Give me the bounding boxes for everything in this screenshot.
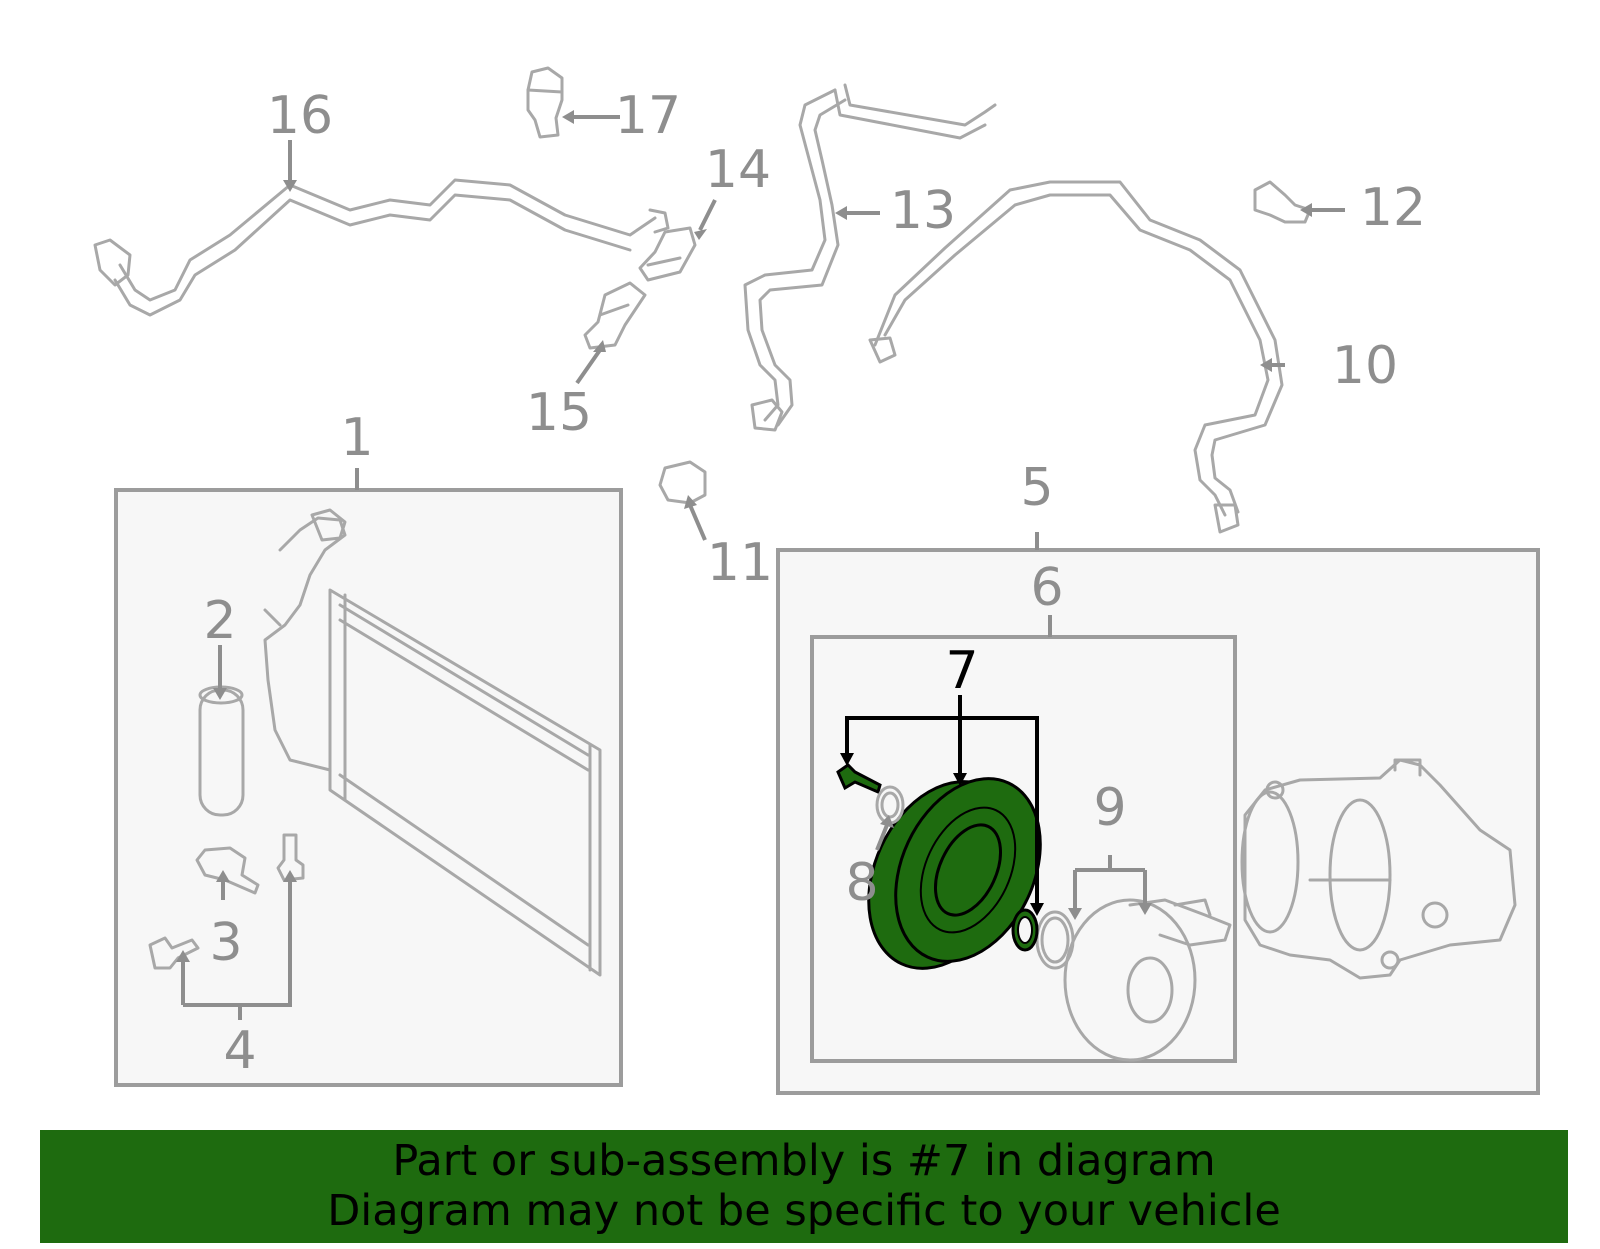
- bracket-14: [638, 226, 697, 282]
- arrow-heads: [176, 110, 1312, 962]
- callout-1: 1: [340, 408, 373, 468]
- callout-2: 2: [203, 591, 236, 651]
- arrow-heads-active: [840, 753, 1044, 916]
- callout-12: 12: [1360, 178, 1426, 238]
- field-coil-9: [1063, 898, 1232, 1062]
- box-1-condenser: [114, 488, 623, 1087]
- clamp-3: [195, 846, 260, 895]
- pressure-switch-17: [526, 66, 564, 139]
- bracket-15: [583, 281, 647, 350]
- leader-lines-active: [845, 695, 1039, 905]
- bracket-12: [1253, 180, 1312, 224]
- compressor-5: [1240, 758, 1517, 980]
- callout-8: 8: [845, 853, 878, 913]
- callout-15: 15: [526, 383, 592, 443]
- leader-lines: [181, 115, 1345, 1020]
- callout-13: 13: [890, 181, 956, 241]
- callout-11: 11: [707, 533, 773, 593]
- callout-9: 9: [1093, 778, 1126, 838]
- callout-10: 10: [1332, 336, 1398, 396]
- callout-3: 3: [209, 913, 242, 973]
- bolt-4b: [276, 833, 305, 882]
- banner-line-2: Diagram may not be specific to your vehi…: [327, 1186, 1281, 1236]
- callout-14: 14: [705, 140, 771, 200]
- hose-16: [93, 178, 670, 317]
- callout-16: 16: [267, 86, 333, 146]
- hose-13: [743, 83, 997, 432]
- callout-5: 5: [1020, 458, 1053, 518]
- banner-line-1: Part or sub-assembly is #7 in diagram: [392, 1136, 1216, 1186]
- clip-11: [658, 460, 707, 505]
- callout-6: 6: [1030, 558, 1063, 618]
- info-banner: Part or sub-assembly is #7 in diagram Di…: [40, 1130, 1568, 1243]
- callout-4: 4: [223, 1021, 256, 1081]
- condenser-1: [263, 508, 602, 977]
- callout-17: 17: [615, 86, 681, 146]
- clutch-hub-7-highlighted: [836, 763, 1042, 970]
- bolt-4a: [148, 936, 200, 970]
- hose-10: [868, 180, 1284, 534]
- callout-7: 7: [945, 641, 978, 701]
